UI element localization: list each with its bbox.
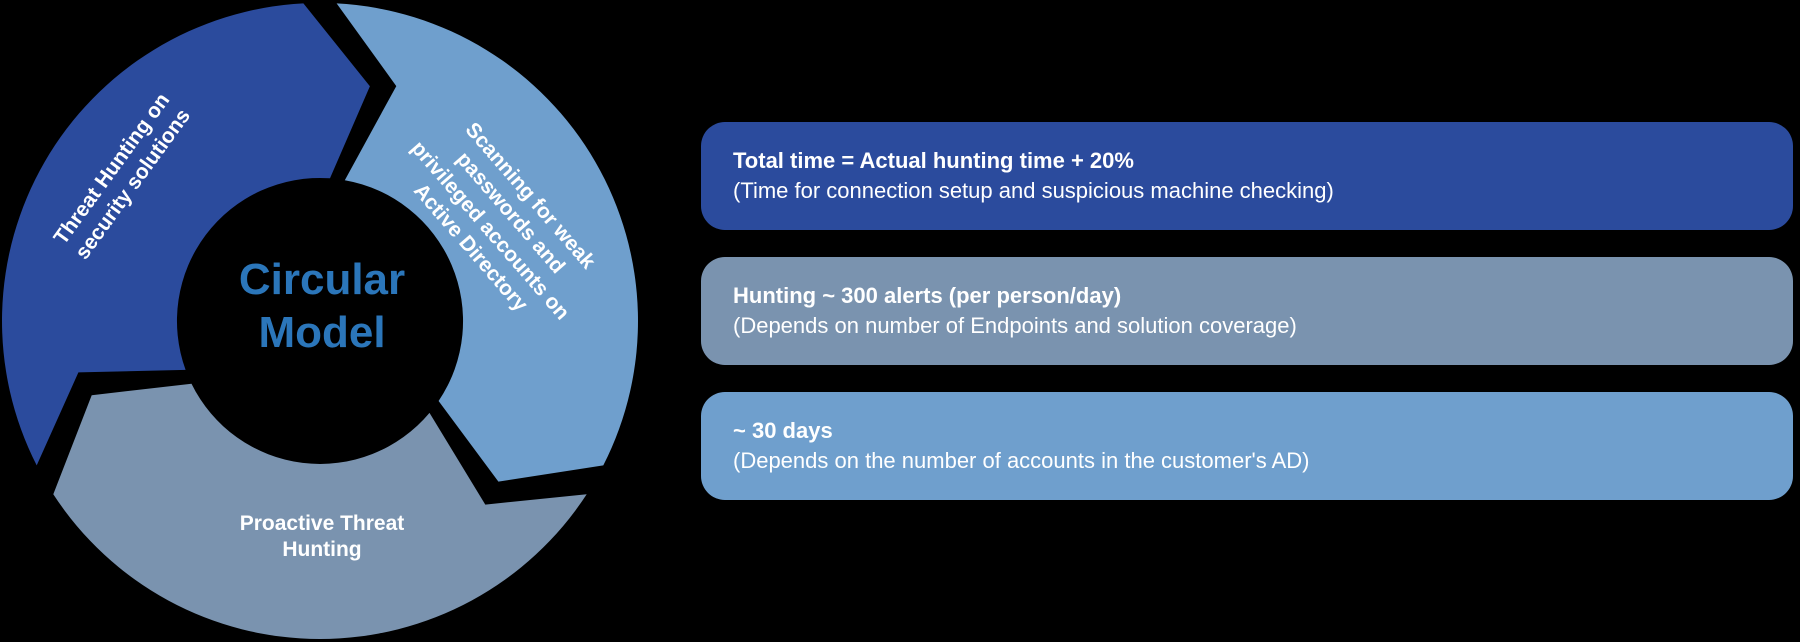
label-line: Hunting — [282, 538, 362, 561]
segment-label-proactive: Proactive Threat Hunting — [240, 511, 405, 564]
callout-subtitle: (Depends on the number of accounts in th… — [733, 448, 1310, 473]
callout-title: Total time = Actual hunting time + 20% — [733, 148, 1134, 173]
circular-model-diagram: Threat Hunting on security solutions Sca… — [0, 0, 640, 642]
segment-arrow-scanning — [336, 3, 638, 482]
callout-card-30-days: ~ 30 days (Depends on the number of acco… — [701, 392, 1793, 500]
circular-arrows-graphic — [2, 3, 638, 640]
callout-title: ~ 30 days — [733, 418, 833, 443]
segment-arrow-proactive — [53, 383, 587, 640]
label-line: Proactive Threat — [239, 511, 405, 535]
diagram-center-title: Circular Model — [239, 254, 405, 360]
callout-list: Total time = Actual hunting time + 20% (… — [701, 122, 1793, 527]
callout-subtitle: (Depends on number of Endpoints and solu… — [733, 313, 1297, 338]
title-line: Model — [258, 308, 386, 357]
callout-subtitle: (Time for connection setup and suspiciou… — [733, 178, 1334, 203]
callout-title: Hunting ~ 300 alerts (per person/day) — [733, 283, 1122, 308]
callout-card-total-time: Total time = Actual hunting time + 20% (… — [701, 122, 1793, 230]
segment-arrow-threat-hunting — [2, 3, 370, 466]
callout-card-hunting-alerts: Hunting ~ 300 alerts (per person/day) (D… — [701, 257, 1793, 365]
title-line: Circular — [238, 255, 406, 305]
